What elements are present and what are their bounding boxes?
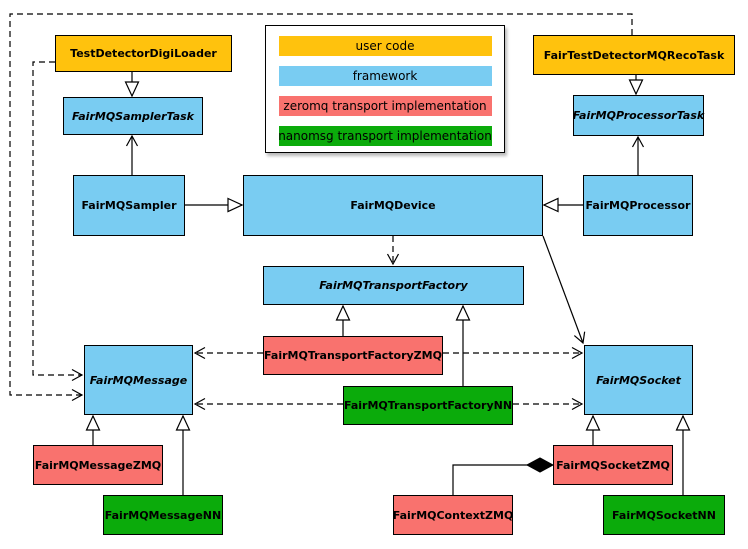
node-fairmq-context-zmq: FairMQContextZMQ [393,495,513,535]
node-fairmq-socket-zmq: FairMQSocketZMQ [553,445,673,485]
node-fairmq-device: FairMQDevice [243,175,543,236]
node-fairmq-transport-factory-nn: FairMQTransportFactoryNN [343,386,513,425]
node-fair-test-detector-mq-reco-task: FairTestDetectorMQRecoTask [533,35,735,75]
edge-contextzmq-socketzmq-composition [452,464,528,495]
composition-diamond-icon [525,457,555,473]
node-fairmq-socket: FairMQSocket [584,345,693,415]
legend-item-framework: framework [278,66,492,86]
node-fairmq-message-nn: FairMQMessageNN [103,495,223,535]
node-fairmq-sampler-task: FairMQSamplerTask [63,97,203,135]
legend-item-zeromq: zeromq transport implementation [278,96,492,116]
node-fairmq-processor-task: FairMQProcessorTask [573,95,704,136]
node-fairmq-transport-factory: FairMQTransportFactory [263,266,524,305]
edge-recotask-message-dep [9,13,633,402]
node-fairmq-sampler: FairMQSampler [73,175,185,236]
edge-device-socket [542,235,586,345]
node-fairmq-processor: FairMQProcessor [583,175,693,236]
node-test-detector-digi-loader: TestDetectorDigiLoader [55,35,232,72]
legend-item-nanomsg: nanomsg transport implementation [278,126,492,146]
node-fairmq-socket-nn: FairMQSocketNN [603,495,725,535]
node-fairmq-transport-factory-zmq: FairMQTransportFactoryZMQ [263,336,443,375]
legend-item-user-code: user code [278,36,492,56]
edge-digiloader-message-dep [32,61,84,382]
node-fairmq-message: FairMQMessage [84,345,193,415]
legend: user code framework zeromq transport imp… [265,25,505,153]
node-fairmq-message-zmq: FairMQMessageZMQ [33,445,163,485]
